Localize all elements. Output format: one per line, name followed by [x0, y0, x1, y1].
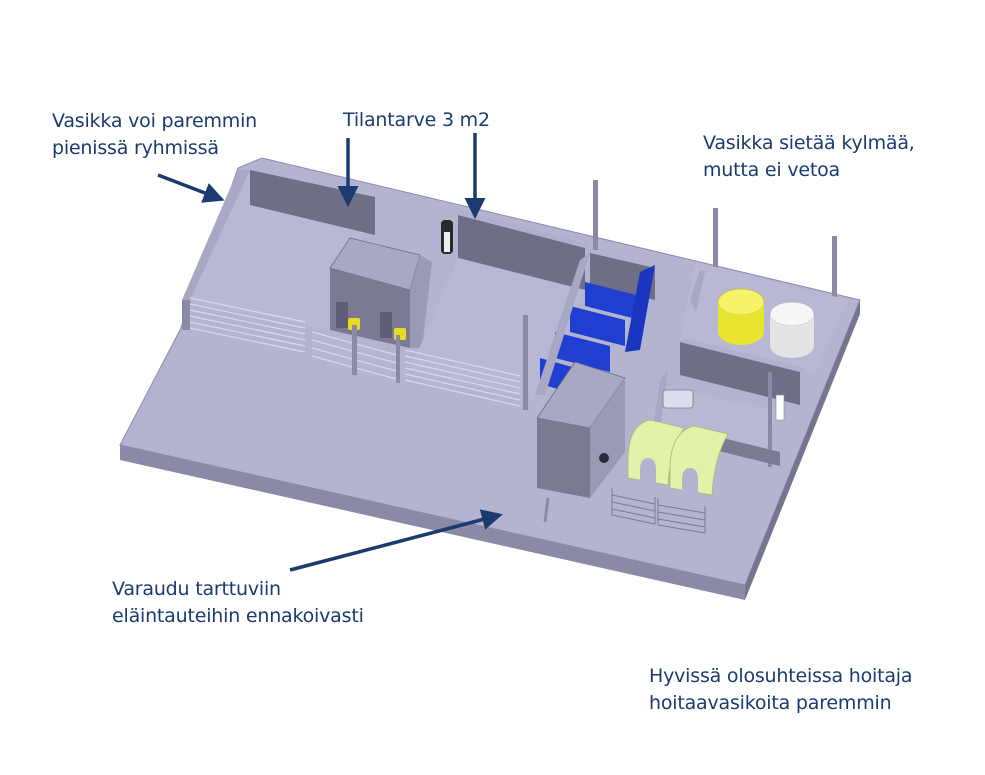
tank-white-top	[769, 301, 815, 327]
group-pen-left	[182, 170, 375, 353]
fence-right	[404, 349, 521, 407]
annotation-text: Varaudu tarttuviin	[112, 578, 281, 600]
post	[523, 315, 528, 410]
pen-right-back-wall	[458, 215, 585, 290]
annotation-text: eläintauteihin ennakoivasti	[112, 605, 364, 627]
igloo-fences	[611, 488, 706, 534]
annotation-text: Vasikka sietää kylmää,	[703, 132, 915, 154]
annotation-disease-prep: Varaudu tarttuviin eläintauteihin ennako…	[112, 576, 364, 630]
hut-side	[410, 255, 432, 348]
tank-white-body	[770, 314, 814, 358]
tank-room	[680, 262, 848, 372]
tank-yellow-body	[718, 302, 764, 345]
annotation-good-conditions: Hyvissä olosuhteissa hoitaja hoitaavasik…	[649, 663, 913, 717]
transport-container	[536, 361, 626, 523]
annotation-text: Hyvissä olosuhteissa hoitaja	[649, 665, 913, 687]
blue-pen-side	[625, 265, 655, 352]
fence-left	[189, 297, 306, 353]
annotation-text: Tilantarve 3 m2	[343, 109, 490, 131]
annotation-space-need: Tilantarve 3 m2	[343, 107, 490, 134]
floor-right-edge	[745, 300, 860, 600]
annotation-small-groups: Vasikka voi paremmin pienissä ryhmissä	[52, 108, 257, 162]
container-front	[537, 418, 590, 498]
annotation-text: hoitaavasikoita paremmin	[649, 692, 892, 714]
annotation-arrows	[157, 133, 503, 572]
blue-pen-3	[555, 332, 610, 372]
tank-yellow-top	[717, 288, 765, 316]
pen-left-side-wall	[182, 170, 250, 300]
annotation-text: pienissä ryhmissä	[52, 137, 219, 159]
annotation-cold-draft: Vasikka sietää kylmää, mutta ei vetoa	[703, 130, 915, 184]
calf-igloos	[611, 419, 729, 534]
blue-pen-2	[570, 306, 625, 346]
annotation-text: Vasikka voi paremmin	[52, 110, 258, 132]
arrow-small-groups	[157, 173, 225, 203]
support-posts	[593, 180, 837, 316]
arrow-disease-prep	[289, 509, 503, 572]
container-side	[590, 378, 625, 498]
floor-front-edge	[120, 445, 745, 600]
annotation-text: mutta ei vetoa	[703, 159, 840, 181]
feeding-hut	[311, 220, 453, 383]
pen-left-back-wall	[250, 170, 375, 235]
blue-pen-1	[585, 282, 640, 320]
